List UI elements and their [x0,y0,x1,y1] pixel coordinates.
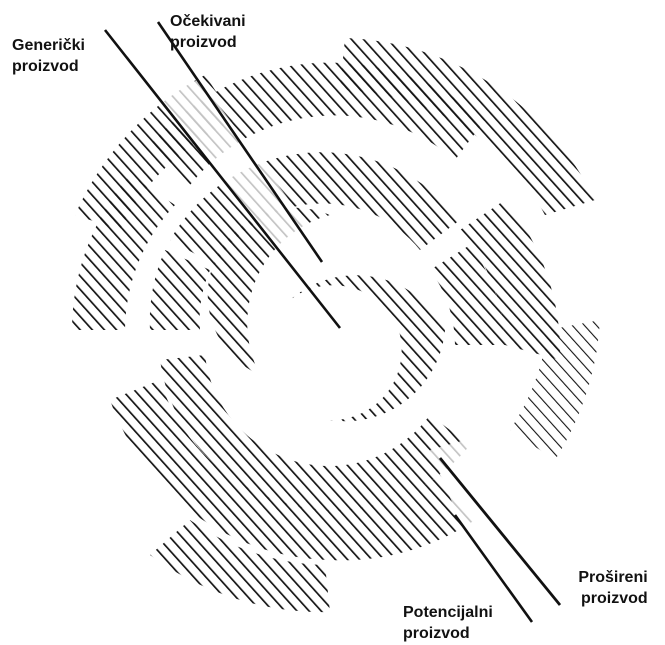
label-augmented-line1: Prošireni [578,569,648,586]
pointer-line-generic [103,29,342,329]
label-augmented-product: Prošireni proizvod [570,567,648,609]
label-expected-product: Očekivani proizvod [170,11,246,53]
label-expected-line2: proizvod [170,34,237,51]
pointer-line-augmented [438,457,562,606]
pointer-line-expected [156,21,324,263]
ring-augmented-right [460,200,561,360]
ring-augmented-top [150,62,485,185]
label-generic-line1: Generički [12,37,85,54]
label-augmented-line2: proizvod [581,590,648,607]
ring-potential-arc-right [510,320,600,460]
ring-expected-left [149,250,210,330]
pointer-line-potential [453,514,534,623]
ring-potential-arc-lower [150,520,330,613]
label-potential-product: Potencijalni proizvod [403,602,493,644]
ring-generic-core-left [207,207,330,375]
label-generic-product: Generički proizvod [12,35,85,77]
ring-expected-top [170,152,460,265]
ring-augmented-left [72,175,175,330]
label-expected-line1: Očekivani [170,13,246,30]
label-potential-line1: Potencijalni [403,604,493,621]
ring-generic-core-right [290,275,445,422]
ring-expected-right [430,245,505,345]
label-generic-line2: proizvod [12,58,79,75]
ring-augmented-bottom [110,380,475,561]
label-potential-line2: proizvod [403,625,470,642]
ring-expected-bottom [160,355,470,511]
